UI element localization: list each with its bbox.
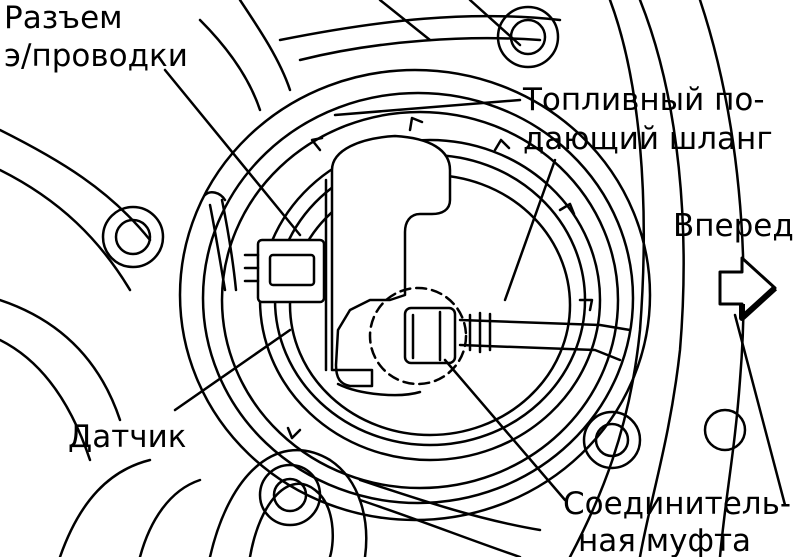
pump-module [324, 134, 452, 397]
leader-sensor [173, 328, 292, 412]
leader-hose-top [333, 98, 522, 117]
label-connector-line1: Разъем [4, 0, 123, 36]
label-connector-line2: э/проводки [4, 38, 188, 74]
bolt-boss-top [496, 5, 560, 69]
fuel-hose [458, 311, 632, 362]
right-arrow-icon [718, 256, 778, 321]
panel-contours [0, 0, 745, 557]
label-fuel-hose-line2: дающий шланг [523, 121, 773, 157]
electrical-connector [203, 191, 326, 304]
leader-lines [163, 68, 787, 507]
bolt-boss-left [101, 205, 165, 269]
label-coupling-line1: Соединитель- [563, 486, 791, 522]
label-forward: Вперед [673, 208, 794, 244]
leader-forward [733, 313, 787, 507]
leader-coupling [443, 358, 567, 502]
label-coupling-line2: ная муфта [578, 523, 751, 557]
bolt-hole [703, 408, 747, 452]
label-connector: Разъем э/проводки [4, 0, 188, 74]
leader-connector [163, 68, 302, 237]
lower-hoses [208, 448, 542, 557]
leader-hose-side [503, 158, 557, 302]
label-coupling: Соединитель- ная муфта [563, 486, 791, 557]
label-fuel-hose-line1: Топливный по- [522, 82, 765, 118]
label-sensor: Датчик [68, 419, 186, 455]
label-fuel-hose: Топливный по- дающий шланг [522, 82, 773, 157]
quick-coupling [368, 286, 468, 386]
